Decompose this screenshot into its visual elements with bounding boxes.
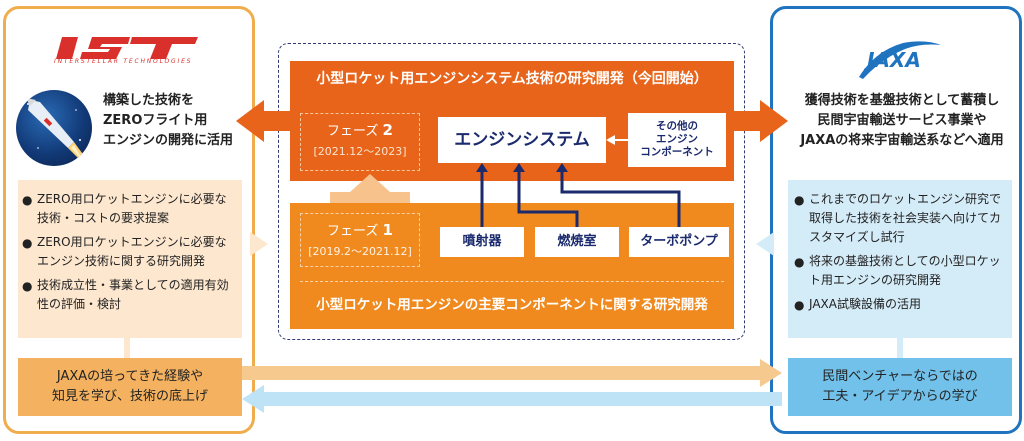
list-item: ●JAXA試験設備の活用 [794, 295, 1010, 314]
double-arrow-right [734, 100, 788, 142]
connector-turbopump [560, 172, 681, 227]
phase1-box: フェーズ 1 [2019.2～2021.12] [300, 213, 420, 267]
bullet-icon: ● [22, 279, 33, 293]
ist-statement-line: 構築した技術を [103, 93, 195, 108]
svg-text:JAXA: JAXA [863, 48, 921, 72]
bullet-icon: ● [794, 193, 805, 207]
phase2-box: フェーズ 2 [2021.12～2023] [300, 113, 420, 171]
jaxa-list-box [788, 180, 1012, 338]
ist-logo [56, 37, 198, 59]
jaxa-statement-line: JAXAの将来宇宙輸送系などへ適用 [800, 133, 1004, 148]
phase-label: フェーズ [327, 124, 379, 139]
phase-number: 1 [382, 221, 393, 239]
injector-box: 噴射器 [440, 227, 524, 257]
ist-connector [124, 338, 130, 358]
ist-list: ●ZERO用ロケットエンジンに必要な技術・コストの要求提案 ●ZERO用ロケット… [22, 190, 238, 319]
jaxa-statement: 獲得技術を基盤技術として蓄積し 民間宇宙輸送サービス事業や JAXAの将来宇宙輸… [790, 91, 1014, 151]
ist-list-box [18, 180, 242, 338]
bullet-icon: ● [794, 255, 805, 269]
jaxa-connector [897, 338, 903, 358]
ist-statement-line: エンジンの開発に活用 [103, 133, 234, 148]
phase-period: [2021.12～2023] [313, 145, 407, 158]
ist-statement-line: ZEROフライト用 [103, 113, 208, 128]
list-item: ●技術成立性・事業としての適用有効性の評価・検討 [22, 278, 229, 311]
component-research-title: 小型ロケット用エンジンの主要コンポーネントに関する研究開発 [316, 297, 708, 313]
ist-bottom-box: JAXAの培ってきた経験や 知見を学び、技術の底上げ [18, 358, 242, 416]
double-arrow-left [236, 100, 290, 142]
jaxa-bottom-line: 民間ベンチャーならではの [822, 369, 978, 384]
list-item: ●これまでのロケットエンジン研究で取得した技術を社会実装へ向けてカスタマイズし試… [794, 192, 1002, 244]
other-components-line: その他の [656, 120, 698, 132]
rocket-illustration [16, 90, 92, 166]
engine-system-box: エンジンシステム [438, 117, 606, 163]
combustion-chamber-box: 燃焼室 [535, 227, 619, 257]
phase-period: [2019.2～2021.12] [308, 245, 412, 258]
jaxa-list: ●これまでのロケットエンジン研究で取得した技術を社会実装へ向けてカスタマイズし試… [794, 190, 1010, 319]
ist-statement: 構築した技術を ZEROフライト用 エンジンの開発に活用 [103, 91, 253, 151]
bullet-icon: ● [794, 298, 805, 312]
engine-system-research-title: 小型ロケット用エンジンシステム技術の研究開発（今回開始） [316, 71, 708, 87]
divider [300, 281, 724, 282]
connector-chamber [517, 172, 579, 227]
jaxa-bottom-line: 工夫・アイデアからの学び [822, 389, 978, 404]
chevron-left-arrow [756, 232, 774, 256]
bottom-left-arrow [242, 385, 782, 413]
phase-number: 2 [382, 121, 393, 139]
phase-up-arrow [330, 174, 410, 203]
bottom-right-arrow [242, 359, 782, 387]
ist-bottom-line: 知見を学び、技術の底上げ [51, 389, 208, 404]
other-components-box: その他の エンジン コンポーネント [628, 113, 726, 167]
chevron-right-arrow [250, 232, 268, 256]
bullet-icon: ● [22, 193, 33, 207]
jaxa-bottom-box: 民間ベンチャーならではの 工夫・アイデアからの学び [788, 358, 1012, 416]
phase-label: フェーズ [327, 224, 379, 239]
list-item: ●ZERO用ロケットエンジンに必要なエンジン技術に関する研究開発 [22, 235, 227, 268]
bullet-icon: ● [22, 236, 33, 250]
ist-tagline: INTERSTELLAR TECHNOLOGIES [54, 58, 193, 65]
jaxa-statement-line: 民間宇宙輸送サービス事業や [817, 113, 987, 128]
other-components-line: コンポーネント [640, 146, 714, 158]
list-item: ●将来の基盤技術としての小型ロケット用エンジンの研究開発 [794, 254, 1001, 287]
list-item: ●ZERO用ロケットエンジンに必要な技術・コストの要求提案 [22, 192, 227, 225]
ist-bottom-line: JAXAの培ってきた経験や [56, 369, 204, 384]
other-components-line: エンジン [656, 133, 698, 145]
jaxa-statement-line: 獲得技術を基盤技術として蓄積し [804, 93, 1000, 108]
center-frame [278, 43, 745, 340]
turbopump-box: ターボポンプ [629, 227, 729, 257]
jaxa-logo: JAXA [859, 41, 941, 79]
